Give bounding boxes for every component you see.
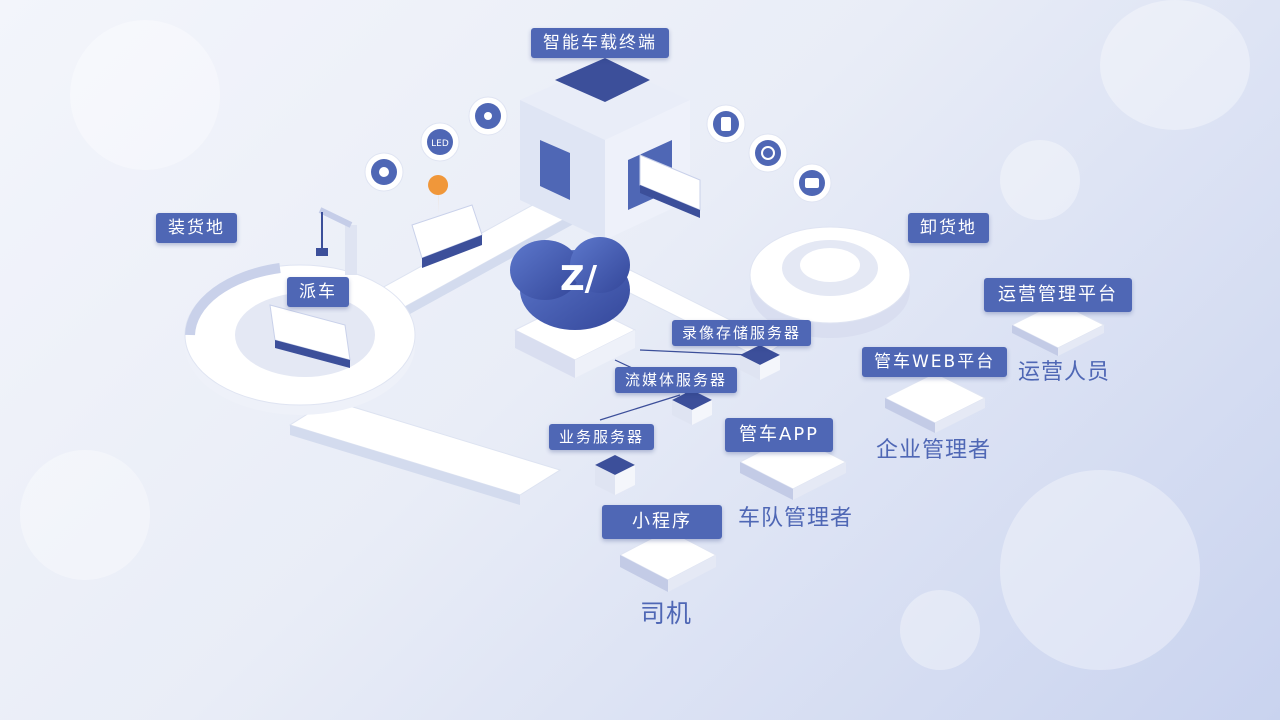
record-icon bbox=[468, 96, 508, 136]
label-loading-area: 装货地 bbox=[156, 213, 237, 243]
server-stack bbox=[740, 345, 780, 380]
server-stack bbox=[595, 455, 635, 495]
pedestal bbox=[1010, 301, 1106, 356]
role-enterprise-manager: 企业管理者 bbox=[876, 438, 992, 463]
role-ops-staff: 运营人员 bbox=[1018, 360, 1111, 385]
svg-text:Z/: Z/ bbox=[560, 259, 598, 299]
camera-icon bbox=[364, 152, 404, 192]
truck bbox=[411, 175, 483, 268]
label-video-server: 录像存储服务器 bbox=[672, 320, 812, 346]
pedestal bbox=[618, 529, 718, 592]
label-web-platform: 管车WEB平台 bbox=[862, 347, 1008, 377]
server-stack bbox=[672, 390, 712, 425]
truck bbox=[269, 304, 351, 368]
label-mini-program: 小程序 bbox=[602, 505, 722, 539]
role-driver: 司机 bbox=[640, 599, 693, 628]
label-ops-platform: 运营管理平台 bbox=[984, 278, 1132, 312]
crane bbox=[316, 207, 357, 275]
tank-icon bbox=[792, 163, 832, 203]
bg-bubble bbox=[1000, 470, 1200, 670]
label-unloading-area: 卸货地 bbox=[908, 213, 989, 243]
unloading-area bbox=[749, 226, 911, 338]
label-app: 管车APP bbox=[725, 418, 834, 452]
label-biz-server: 业务服务器 bbox=[549, 424, 655, 450]
label-media-server: 流媒体服务器 bbox=[615, 367, 738, 393]
role-fleet-manager: 车队管理者 bbox=[738, 506, 854, 531]
bg-bubble bbox=[900, 590, 980, 670]
label-dispatch: 派车 bbox=[287, 277, 349, 307]
bg-bubble bbox=[70, 20, 220, 170]
phone-icon bbox=[706, 104, 746, 144]
tire-icon bbox=[748, 133, 788, 173]
bg-bubble bbox=[20, 450, 150, 580]
truck bbox=[639, 154, 701, 218]
bg-bubble bbox=[1100, 0, 1250, 130]
label-terminal: 智能车载终端 bbox=[531, 28, 669, 58]
svg-text:LED: LED bbox=[431, 139, 449, 149]
cloud-platform: Z/ bbox=[510, 237, 637, 378]
pedestal bbox=[883, 372, 987, 433]
bg-bubble bbox=[1000, 140, 1080, 220]
led-icon: LED bbox=[420, 122, 460, 162]
